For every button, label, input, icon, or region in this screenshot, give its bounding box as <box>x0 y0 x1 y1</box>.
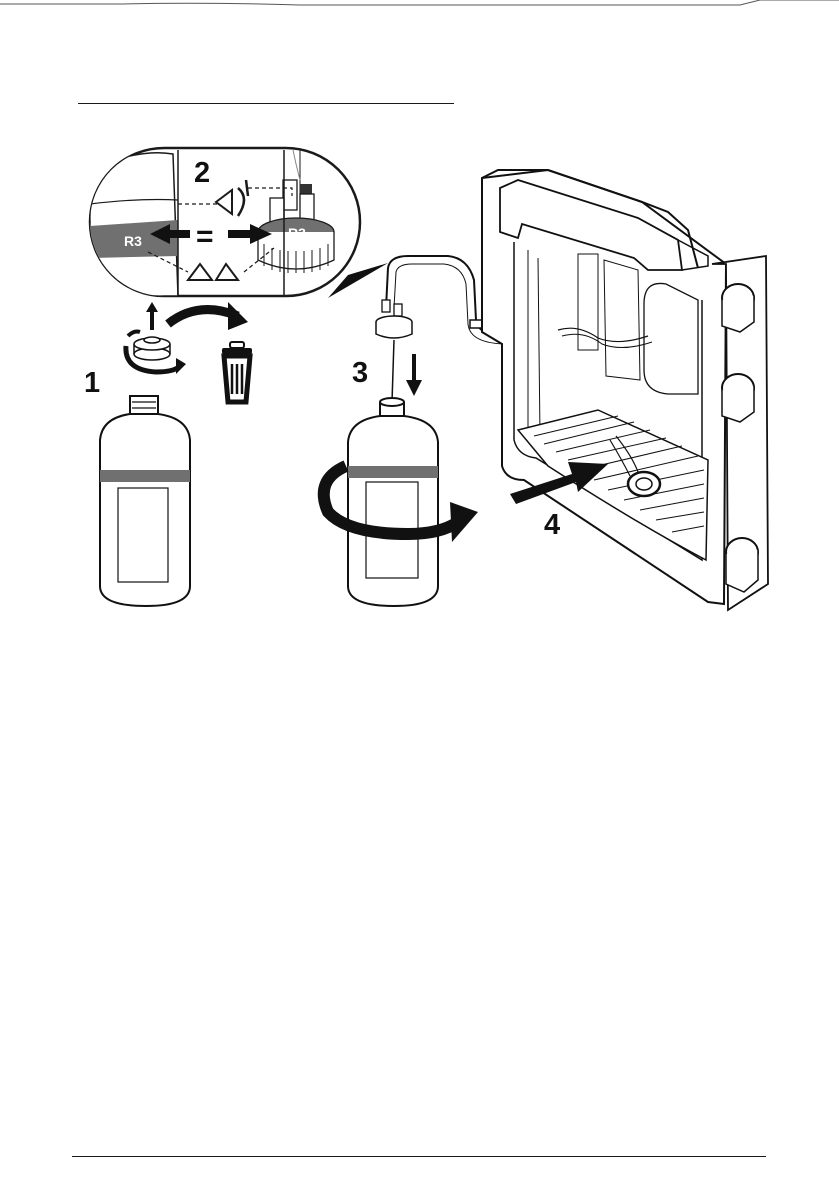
step-4-label: 4 <box>544 509 560 541</box>
step-3-label: 3 <box>352 357 368 389</box>
footer-rule <box>72 1156 766 1157</box>
reagent-label-left: R3 <box>124 233 142 249</box>
reagent-bottle-replacement-illustration: R3 R3 2 = <box>78 140 778 615</box>
heading-rule <box>78 103 454 104</box>
discard-arrow-icon <box>168 302 248 330</box>
insert-arrow-icon <box>406 354 422 396</box>
bottle-icon <box>348 398 438 606</box>
step-2-label: 2 <box>194 157 210 189</box>
detail-callout: R3 R3 2 = <box>90 148 388 298</box>
step-1-group: 1 <box>84 302 252 606</box>
cap-icon <box>376 300 412 402</box>
equals-sign: = <box>196 220 214 253</box>
trash-bin-icon <box>222 342 252 402</box>
bottle-icon <box>100 396 190 606</box>
step-1-label: 1 <box>84 367 100 399</box>
analyzer-cabinet-icon: 4 <box>482 170 768 610</box>
page-top-rule <box>0 0 839 14</box>
